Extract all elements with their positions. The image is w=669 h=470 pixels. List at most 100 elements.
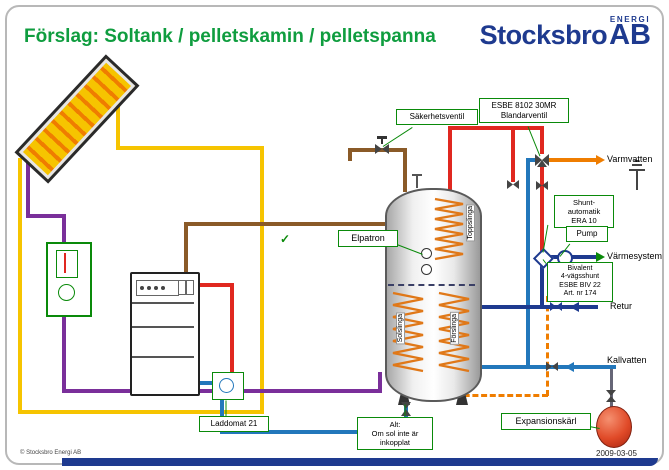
- panel-light-icon: [140, 286, 144, 290]
- pellet-boiler: [130, 272, 200, 396]
- pipe-blue-laddomat-to-tank: [220, 430, 410, 434]
- pipe-red-top: [448, 126, 544, 130]
- footer-bar: [62, 458, 658, 466]
- company-logo: Stocksbro ENERGI AB: [479, 15, 651, 51]
- pipe-varmvatten: [546, 158, 598, 162]
- boiler-door-top: [132, 326, 194, 328]
- coil-label-solslinga: Solslinga: [396, 312, 405, 345]
- drain-valve-icon: [401, 402, 411, 416]
- pipe-blue-boiler-return: [196, 381, 214, 385]
- pipe-red-tank-riser: [448, 126, 452, 192]
- pipe-alt-dashed-vertical: [546, 296, 549, 396]
- pipe-solar-yellow-mid-vertical: [260, 146, 264, 414]
- tank-foot: [456, 395, 468, 405]
- pointer-laddomat: [225, 400, 227, 417]
- label-laddomat: Laddomat 21: [199, 416, 269, 432]
- varmesystem-arrow-icon: [596, 252, 605, 262]
- pipe-red-mixer-to-shunt: [540, 166, 544, 252]
- pipe-shunt-to-retur: [540, 259, 544, 309]
- varmvatten-arrow-icon: [596, 155, 605, 165]
- logo-suffix: AB: [609, 19, 651, 51]
- laddomat-pump-icon: [219, 378, 234, 393]
- solar-pump-icon: [58, 284, 75, 301]
- vent-icon: [629, 160, 645, 190]
- pipe-cold-mixer-elbow: [526, 158, 538, 162]
- elpatron-element-icon: [421, 264, 432, 275]
- pipe-expansion-stem: [610, 369, 613, 408]
- label-shunt-line1: Shunt-: [572, 198, 596, 207]
- output-varmesystem: Värmesystem: [607, 251, 663, 261]
- pipe-alt-dashed-horizontal: [455, 394, 548, 397]
- date-text: 2009-03-05: [596, 449, 637, 458]
- label-bivalent-line2: 4-vägsshunt: [560, 273, 600, 281]
- label-alt-line3: inkopplat: [379, 438, 411, 447]
- label-esbe-line2: Blandarventil: [500, 110, 548, 120]
- panel-light-icon: [161, 286, 165, 290]
- pipe-cold-to-mixer: [526, 160, 530, 369]
- boiler-seam: [132, 302, 194, 304]
- pipe-kallvatten: [430, 365, 616, 369]
- label-bivalent-line4: Art. nr 174: [563, 290, 597, 298]
- logo-name: Stocksbro: [479, 20, 608, 51]
- expansion-vessel: [596, 406, 632, 448]
- output-retur: Retur: [610, 301, 633, 311]
- boiler-door-bottom: [132, 356, 194, 358]
- pipe-solar-purple-3: [62, 214, 66, 242]
- pipe-red-branch: [511, 126, 515, 182]
- valve-icon: [507, 180, 519, 189]
- coil-solslinga-icon: [392, 291, 424, 373]
- label-alt: Alt: Om sol inte är inkopplat: [357, 417, 433, 450]
- boiler-display: [186, 280, 194, 295]
- gauge-indicator: [64, 253, 66, 273]
- label-esbe-line1: ESBE 8102 30MR: [491, 101, 557, 110]
- pipe-solar-yellow-left-vertical: [18, 158, 22, 414]
- pipe-solar-purple-4: [62, 311, 66, 393]
- output-varmvatten: Varmvatten: [607, 154, 653, 164]
- label-shuntautomatik: Shunt- automatik ERA 10: [554, 195, 614, 228]
- label-shunt-line3: ERA 10: [571, 216, 597, 225]
- tank-vent-icon: [416, 174, 418, 188]
- valve-icon: [550, 302, 562, 311]
- coil-label-forslinga: Förslinga: [450, 312, 459, 345]
- label-bivalent-line1: Bivalent: [567, 265, 593, 272]
- panel-light-icon: [154, 286, 158, 290]
- pipe-red-to-mixer: [540, 126, 544, 154]
- pipe-red-to-laddomat: [230, 283, 234, 376]
- label-expansionskarl: Expansionskärl: [501, 413, 591, 430]
- logo-tagline: ENERGI: [609, 15, 651, 24]
- label-alt-line1: Alt:: [389, 420, 401, 429]
- pipe-brown-boiler-riser: [184, 222, 188, 274]
- boiler-control-panel: [136, 280, 179, 296]
- label-sakerhetsventil: Säkerhetsventil: [396, 109, 478, 125]
- pipe-brown-safety-drop: [348, 148, 352, 161]
- coil-toppslinga-icon: [434, 197, 464, 261]
- pipe-solar-purple-1: [26, 156, 30, 218]
- valve-icon: [546, 362, 558, 371]
- tank-vent-cap: [412, 174, 422, 176]
- mixing-valve-icon: [535, 154, 549, 167]
- safety-valve-icon: [375, 136, 389, 154]
- label-pump: Pump: [566, 226, 608, 242]
- pipe-solar-yellow-top: [116, 146, 264, 150]
- valve-icon: [606, 390, 616, 402]
- solar-pump-station: [46, 242, 92, 317]
- retur-arrow-icon: [570, 302, 579, 312]
- label-bivalent: Bivalent 4-vägsshunt ESBE BIV 22 Art. nr…: [547, 262, 613, 302]
- label-elpatron: Elpatron: [338, 230, 398, 247]
- pipe-solar-yellow-collector: [116, 78, 120, 148]
- coil-label-toppslinga: Toppslinga: [466, 204, 475, 242]
- pipe-blue-laddomat-down: [220, 394, 224, 434]
- pointer-alt: [404, 404, 406, 417]
- pipe-retur: [476, 305, 598, 309]
- pipe-solar-purple-6: [378, 372, 382, 393]
- pipe-solar-purple-2: [26, 214, 66, 218]
- pump-station-gauge: [56, 250, 78, 278]
- output-kallvatten: Kallvatten: [607, 355, 647, 365]
- pipe-brown-tank-top: [403, 148, 407, 192]
- tank-divider-line: [388, 284, 475, 286]
- pipe-red-boiler-out: [196, 283, 234, 287]
- boiler-display: [178, 280, 186, 295]
- kallvatten-arrow-icon: [565, 362, 574, 372]
- copyright-text: © Stocksbro Energi AB: [20, 450, 82, 456]
